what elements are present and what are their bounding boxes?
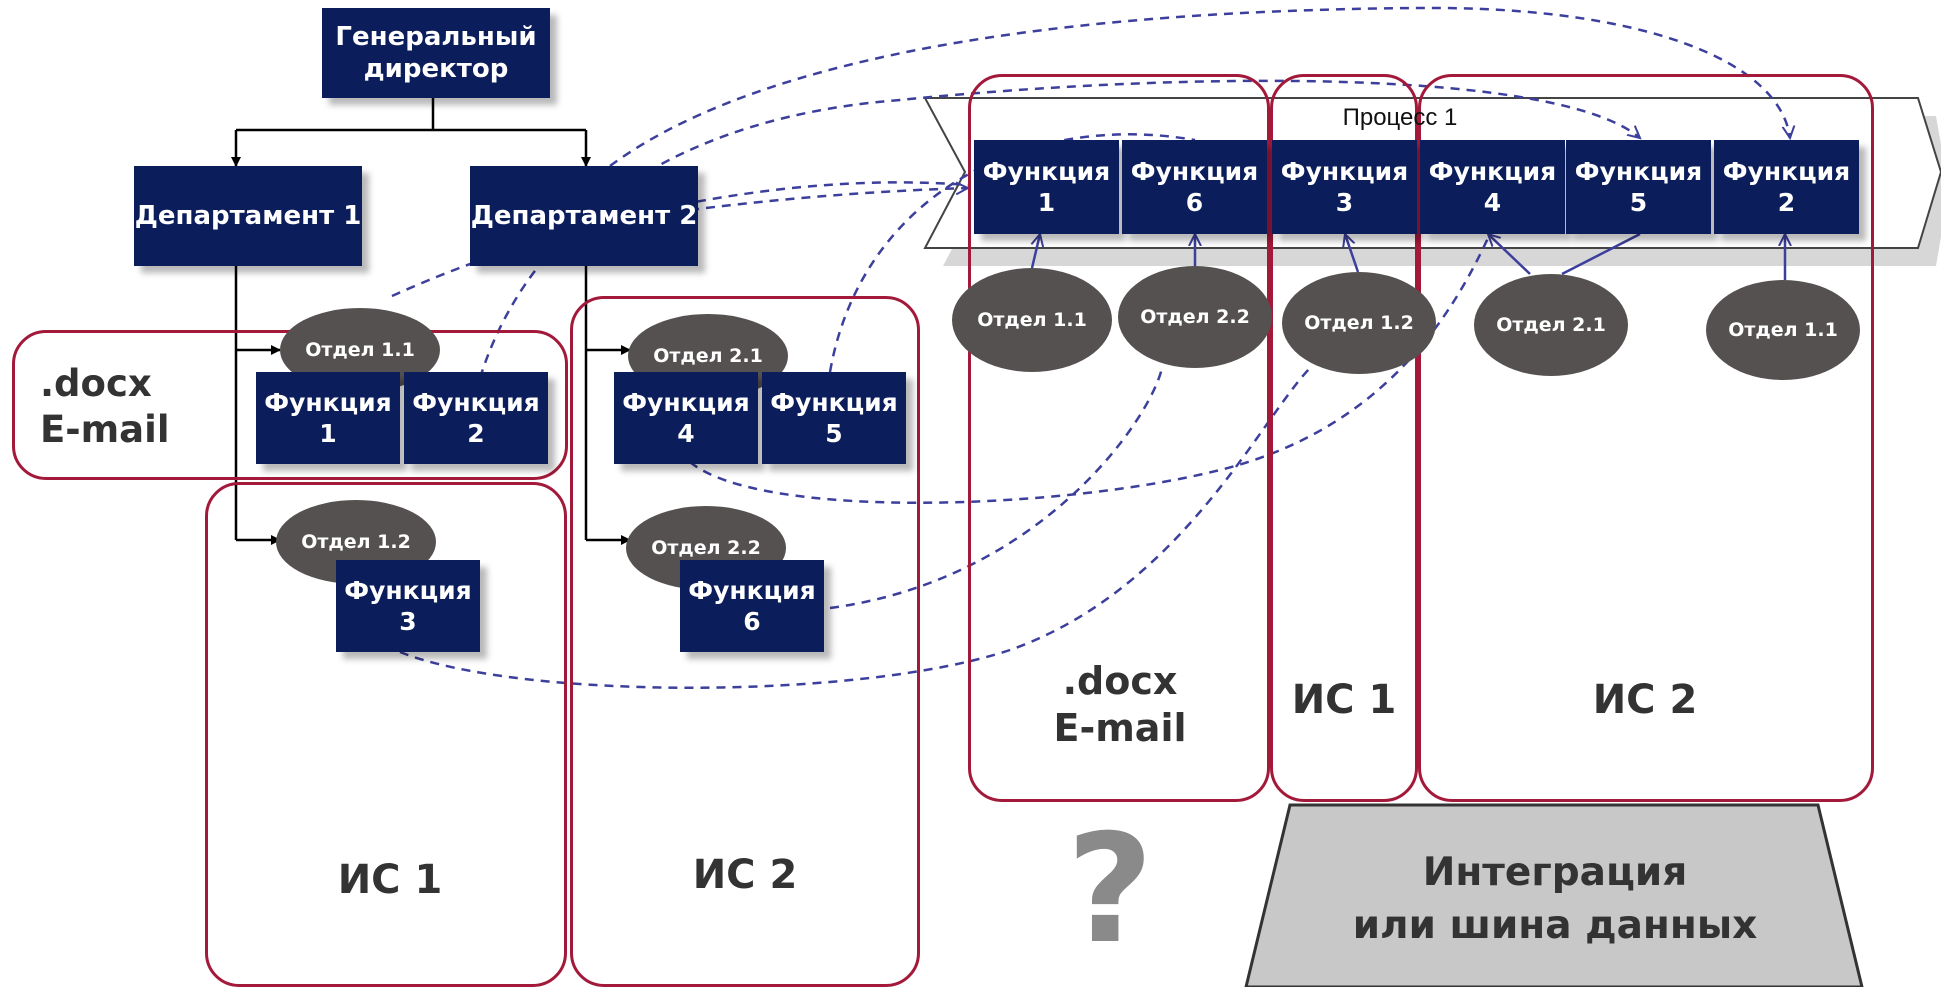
integration-label: Интеграция или шина данных (1352, 850, 1758, 948)
label-is1-right: ИС 1 (1291, 677, 1397, 723)
process-function-6: Функция 6 (1122, 140, 1267, 234)
link-f6-to-oval22 (829, 367, 1164, 610)
label-is2-left: ИС 2 (692, 852, 798, 898)
label-docx-email-right: .docx E-mail (1053, 658, 1187, 751)
process-connectors (1032, 234, 1785, 280)
group-docx-email-right (968, 74, 1270, 802)
node-function-2: Функция 2 (404, 372, 548, 464)
process-function-1: Функция 1 (974, 140, 1119, 234)
process-oval-otdel-1-1-second: Отдел 1.1 (1706, 280, 1860, 380)
group-is2-right (1418, 74, 1874, 802)
group-is1-left (205, 482, 567, 987)
link-dept2-to-process (689, 188, 968, 212)
group-is1-right (1270, 74, 1418, 802)
link-f4-to-func4 (689, 237, 1490, 504)
node-general-director: Генеральный директор (322, 8, 550, 98)
process-function-5: Функция 5 (1566, 140, 1711, 234)
node-function-1: Функция 1 (256, 372, 400, 464)
process-title: Процесс 1 (1342, 104, 1458, 131)
process-oval-otdel-2-2: Отдел 2.2 (1118, 266, 1272, 368)
integration-trapezoid (1244, 803, 1864, 987)
link-f3-to-oval12 (399, 367, 1311, 689)
question-mark: ? (1066, 803, 1154, 977)
process-function-4: Функция 4 (1420, 140, 1565, 234)
group-is2-left (570, 296, 920, 987)
link-f5-to-func6 (828, 133, 1196, 373)
process-oval-otdel-1-2: Отдел 1.2 (1282, 272, 1436, 374)
process-function-3: Функция 3 (1272, 140, 1417, 234)
node-function-5: Функция 5 (762, 372, 906, 464)
process-oval-otdel-2-1: Отдел 2.1 (1474, 274, 1628, 376)
label-is2-right: ИС 2 (1592, 677, 1698, 723)
node-department-2: Департамент 2 (470, 166, 698, 266)
process-function-2: Функция 2 (1714, 140, 1859, 234)
process-oval-otdel-1-1: Отдел 1.1 (952, 268, 1112, 372)
node-function-3: Функция 3 (336, 560, 480, 652)
node-function-6: Функция 6 (680, 560, 824, 652)
label-docx-email-left: .docx E-mail (40, 361, 170, 451)
node-department-1: Департамент 1 (134, 166, 362, 266)
node-function-4: Функция 4 (614, 372, 758, 464)
link-dept2-to-func2 (609, 6, 1790, 168)
label-is1-left: ИС 1 (337, 857, 443, 903)
